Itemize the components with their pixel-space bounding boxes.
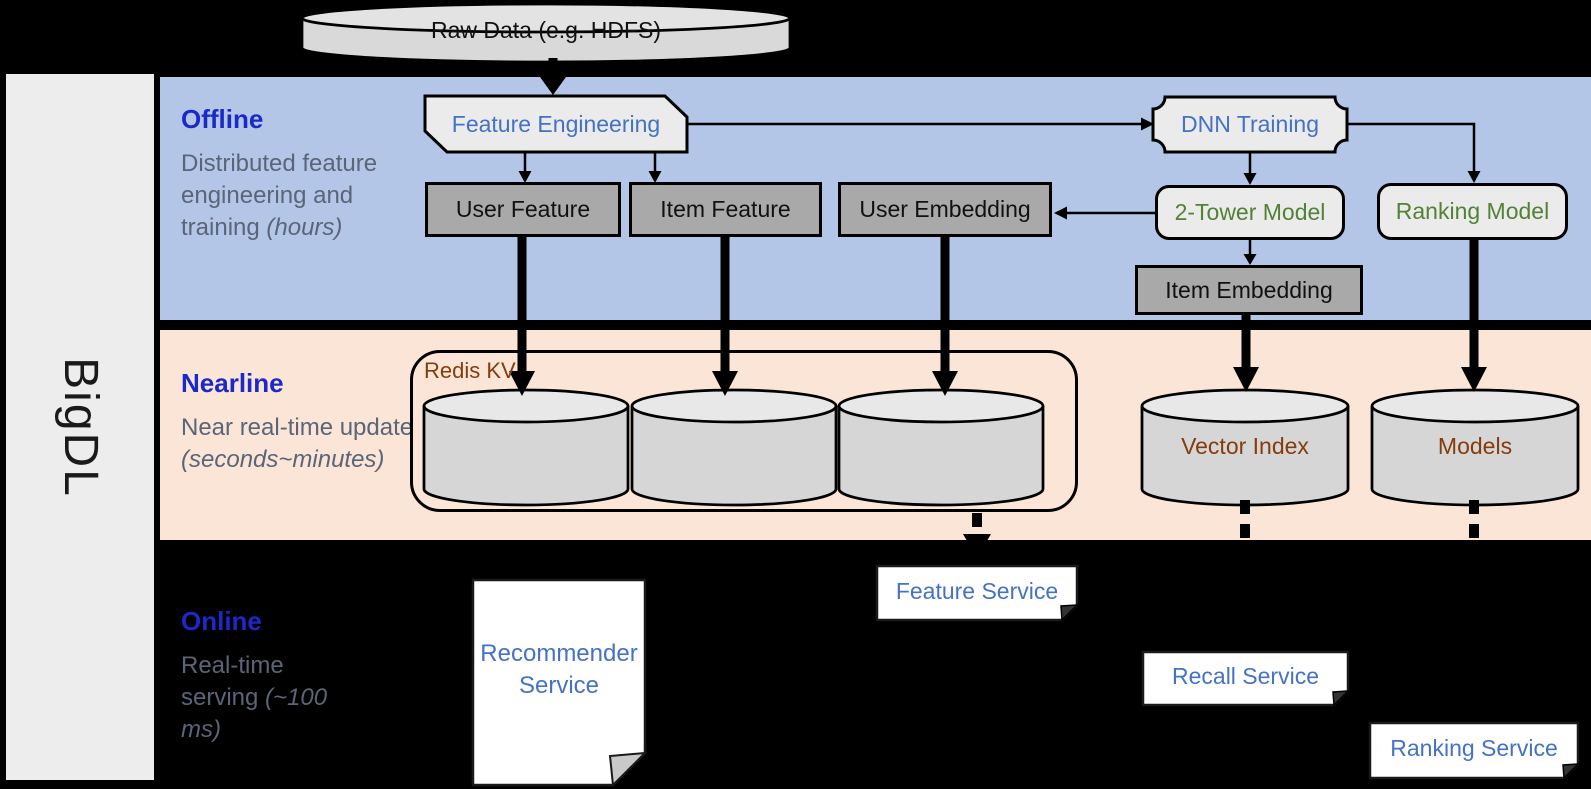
nearline-subtitle-text: Near real-time update (181, 414, 414, 441)
redis-kv-container (410, 350, 1078, 512)
item-feature-node: Item Feature (629, 182, 822, 237)
nearline-title: Nearline (181, 368, 284, 398)
online-title: Online (181, 606, 262, 636)
ranking-model-node: Ranking Model (1377, 183, 1568, 240)
raw-data-cylinder (300, 2, 792, 64)
online-subtitle-text: Real-time serving (181, 652, 284, 712)
recall-service-doc (1141, 650, 1350, 707)
raw-data-label: Raw Data (e.g. HDFS) (430, 16, 662, 43)
recommender-doc-fold-icon (608, 751, 648, 788)
ranking-service-fold-icon (1562, 763, 1580, 780)
bigdl-brand-bar: BigDL (6, 74, 154, 780)
online-subtitle: Real-time serving (~100 ms) (181, 650, 341, 746)
feature-service-doc (875, 564, 1079, 622)
recall-service-label: Recall Service (1172, 663, 1319, 689)
user-feature-node: User Feature (425, 182, 621, 237)
bigdl-logo-text: BigDL (53, 356, 107, 498)
offline-subtitle-em: (hours) (266, 214, 343, 242)
feature-service-label: Feature Service (895, 577, 1059, 604)
item-embedding-node: Item Embedding (1135, 265, 1363, 315)
ranking-service-doc (1368, 721, 1580, 780)
nearline-subtitle-em: (seconds~minutes) (181, 446, 385, 474)
user-embedding-node: User Embedding (838, 182, 1052, 237)
online-subtitle-em: (~100 ms) (181, 684, 328, 744)
two-tower-model-node: 2-Tower Model (1155, 185, 1345, 240)
feature-service-fold-icon (1060, 604, 1079, 622)
recommender-service-label: Recommender Service (480, 639, 638, 699)
recommender-service-doc (471, 578, 648, 788)
offline-title: Offline (181, 104, 264, 134)
nearline-subtitle: Near real-time update (seconds~minutes) (181, 412, 441, 476)
offline-subtitle-text: Distributed feature engineering and trai… (181, 150, 378, 242)
offline-subtitle: Distributed feature engineering and trai… (181, 148, 381, 244)
recall-service-fold-icon (1332, 690, 1350, 707)
ranking-service-label: Ranking Service (1390, 735, 1558, 761)
